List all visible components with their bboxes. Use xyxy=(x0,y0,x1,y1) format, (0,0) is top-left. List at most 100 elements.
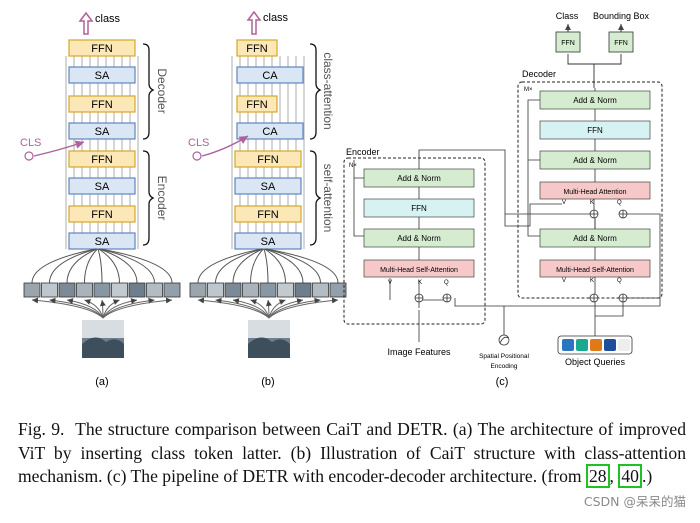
encoder-label: Encoder xyxy=(155,176,169,221)
dec-addnorm-1-label: Add & Norm xyxy=(573,234,617,243)
patch-token xyxy=(294,282,312,298)
patch-token xyxy=(207,282,224,298)
figure: class FFN SA FFN SA FFN SA FFN SA Decoder Encod… xyxy=(20,10,663,388)
a-block-ffn xyxy=(68,95,136,113)
query-token-icon xyxy=(590,339,602,351)
b-block-ffn xyxy=(234,150,302,168)
patch-token xyxy=(259,282,277,298)
input-image xyxy=(82,320,124,358)
b-block-label: SA xyxy=(261,236,276,248)
svg-text:V: V xyxy=(562,200,566,206)
b-block-ca xyxy=(236,122,304,140)
svg-text:K: K xyxy=(590,278,594,284)
output-arrow-icon xyxy=(246,10,262,35)
a-block-label: SA xyxy=(95,126,110,138)
b-block-ffn xyxy=(234,205,302,223)
panel-label: (b) xyxy=(261,376,274,388)
patch-token xyxy=(277,282,294,298)
patch-token xyxy=(128,282,146,298)
encoder-label: Encoder xyxy=(346,147,380,157)
patch-token xyxy=(242,282,259,298)
a-block-label: FFN xyxy=(91,154,112,166)
b-block-sa xyxy=(234,177,302,195)
a-block-sa xyxy=(68,122,136,140)
patch-token xyxy=(41,282,58,298)
encoder-container xyxy=(343,157,486,325)
class-label: Class xyxy=(556,11,579,21)
class-attention-bracket xyxy=(309,43,322,140)
citation-link[interactable]: 40 xyxy=(618,464,642,488)
patch-token xyxy=(93,282,111,298)
patch-token xyxy=(111,282,128,298)
encoder-bracket xyxy=(142,150,155,246)
object-queries-label: Object Queries xyxy=(565,357,626,367)
svg-text:V: V xyxy=(388,280,392,286)
patch-token xyxy=(23,282,41,298)
patch-token xyxy=(312,282,329,298)
input-image xyxy=(248,320,290,358)
watermark: CSDN @呆呆的猫 xyxy=(583,494,686,509)
svg-text:K: K xyxy=(418,280,422,286)
spatial-encoding-label-1: Spatial Positional xyxy=(479,353,529,360)
caption-text: Fig. 9. The structure comparison between… xyxy=(18,419,686,486)
svg-text:Q: Q xyxy=(444,280,449,286)
b-block-label: CA xyxy=(262,126,278,138)
caption-separator: , xyxy=(609,466,619,486)
citation-link[interactable]: 28 xyxy=(585,464,610,488)
svg-text:Q: Q xyxy=(617,278,622,284)
svg-text:V: V xyxy=(562,278,566,284)
bbox-ffn-label: FFN xyxy=(614,40,628,47)
patch-token xyxy=(58,282,76,298)
self-attention-bracket xyxy=(309,150,322,246)
b-block-label: SA xyxy=(261,181,276,193)
class-ffn-label: FFN xyxy=(561,40,575,47)
svg-text:Q: Q xyxy=(617,200,622,206)
cls-arrow xyxy=(201,135,249,157)
dec-mh-self-attention-label: Multi-Head Self-Attention xyxy=(556,267,634,274)
image-features-label: Image Features xyxy=(387,347,451,357)
self-attention-label: self-attention xyxy=(321,164,335,233)
spatial-encoding-label-2: Encoding xyxy=(490,363,517,370)
dec-ffn-label: FFN xyxy=(587,126,603,135)
cls-token-icon xyxy=(24,151,34,161)
bbox-label: Bounding Box xyxy=(593,11,650,21)
cls-token-icon xyxy=(192,151,202,161)
dec-addnorm-3-label: Add & Norm xyxy=(573,96,617,105)
cls-label: CLS xyxy=(188,137,209,149)
patch-token xyxy=(146,282,163,298)
output-label: class xyxy=(263,12,289,24)
b-block-label: FFN xyxy=(257,209,278,221)
query-token-icon xyxy=(604,339,616,351)
class-attention-label: class-attention xyxy=(321,52,335,129)
patch-token xyxy=(224,282,242,298)
enc-addnorm-2-label: Add & Norm xyxy=(397,174,441,183)
patch-token xyxy=(163,282,181,298)
decoder-label: Decoder xyxy=(522,69,556,79)
decoder-label: Decoder xyxy=(155,68,169,113)
positional-encoding-icon xyxy=(498,334,510,346)
output-label: class xyxy=(95,13,121,25)
a-block-sa xyxy=(68,177,136,195)
a-block-label: FFN xyxy=(91,99,112,111)
patch-token xyxy=(189,282,207,298)
b-block-ffn xyxy=(236,39,278,57)
decoder-container xyxy=(517,81,663,299)
a-block-label: SA xyxy=(95,70,110,82)
query-token-icon xyxy=(576,339,588,351)
panel-label: (a) xyxy=(95,376,108,388)
caption-end: .) xyxy=(641,466,653,486)
patch-token xyxy=(329,282,347,298)
cls-arrow xyxy=(33,140,85,157)
query-token-icon xyxy=(562,339,574,351)
encoder-repeat: N× xyxy=(349,163,357,169)
decoder-repeat: M× xyxy=(524,87,533,93)
panel-label: (c) xyxy=(496,376,509,388)
enc-ffn-label: FFN xyxy=(411,204,427,213)
a-block-label: SA xyxy=(95,236,110,248)
b-block-label: CA xyxy=(262,70,278,82)
enc-addnorm-1-label: Add & Norm xyxy=(397,234,441,243)
b-block-label: FFN xyxy=(257,154,278,166)
